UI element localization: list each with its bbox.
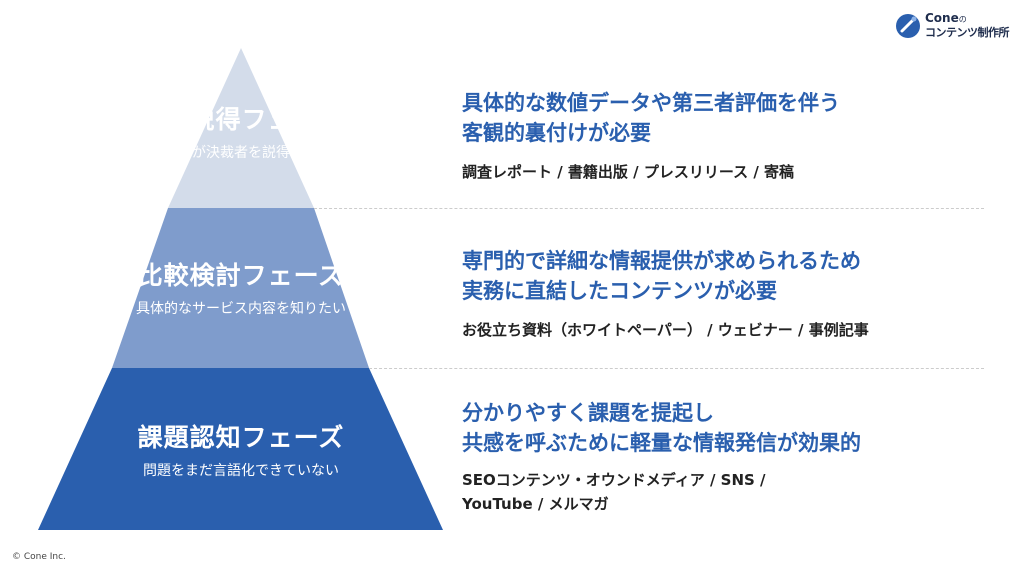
brand-logo: Coneの コンテンツ制作所 xyxy=(895,12,1010,40)
copyright: © Cone Inc. xyxy=(12,552,66,562)
headline-line1: 分かりやすく課題を提起し xyxy=(462,401,714,425)
tier-subtitle-bottom: 問題をまだ言語化できていない xyxy=(143,463,339,479)
media-list: SEOコンテンツ・オウンドメディア / SNS / YouTube / メルマガ xyxy=(462,468,861,516)
headline-line2: 実務に直結したコンテンツが必要 xyxy=(462,279,777,303)
brand-suffix: の xyxy=(958,15,967,24)
pyramid-tier-top xyxy=(168,48,314,208)
tier-description-middle: 専門的で詳細な情報提供が求められるため 実務に直結したコンテンツが必要 お役立ち… xyxy=(462,246,869,342)
tier-description-top: 具体的な数値データや第三者評価を伴う 客観的裏付けが必要 調査レポート / 書籍… xyxy=(462,88,840,184)
headline-line1: 具体的な数値データや第三者評価を伴う xyxy=(462,91,840,115)
pyramid-tier-middle xyxy=(112,208,369,368)
divider-1 xyxy=(314,208,984,209)
media-list: 調査レポート / 書籍出版 / プレスリリース / 寄稿 xyxy=(462,163,795,181)
brand-subtitle: コンテンツ制作所 xyxy=(925,26,1010,39)
tier-label-bottom: 課題認知フェーズ 問題をまだ言語化できていない xyxy=(81,418,401,480)
brand-name: Cone xyxy=(925,11,959,25)
pyramid-tier-bottom xyxy=(38,368,443,530)
brand-name-line: Coneの xyxy=(925,12,1009,26)
media-list-line1: SEOコンテンツ・オウンドメディア / SNS / xyxy=(462,471,766,489)
headline-line2: 客観的裏付けが必要 xyxy=(462,121,651,145)
media-list-line2: YouTube / メルマガ xyxy=(462,495,609,513)
cone-logo-icon xyxy=(896,13,920,38)
tier-title-top: 社内説得フェーズ xyxy=(137,105,345,134)
divider-2 xyxy=(369,368,984,369)
tier-subtitle-top: 担当者が決裁者を説得したい xyxy=(150,145,332,161)
media-list: お役立ち資料（ホワイトペーパー） / ウェビナー / 事例記事 xyxy=(462,321,869,339)
headline-line1: 専門的で詳細な情報提供が求められるため xyxy=(462,249,861,273)
tier-description-bottom: 分かりやすく課題を提起し 共感を呼ぶために軽量な情報発信が効果的 SEOコンテン… xyxy=(462,398,861,516)
headline-line2: 共感を呼ぶために軽量な情報発信が効果的 xyxy=(462,431,861,455)
brand-text: Coneの コンテンツ制作所 xyxy=(925,12,1010,40)
tier-label-top: 社内説得フェーズ 担当者が決裁者を説得したい xyxy=(91,100,391,162)
tier-subtitle-middle: 具体的なサービス内容を知りたい xyxy=(136,301,346,317)
tier-title-middle: 比較検討フェーズ xyxy=(137,261,345,290)
tier-label-middle: 比較検討フェーズ 具体的なサービス内容を知りたい xyxy=(81,256,401,318)
tier-title-bottom: 課題認知フェーズ xyxy=(137,423,345,452)
